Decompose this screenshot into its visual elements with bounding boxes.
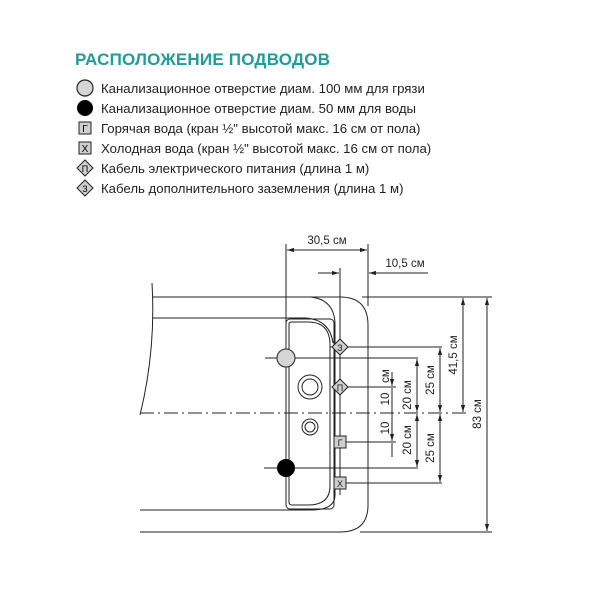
- tub-drain-large: [297, 374, 323, 400]
- grounding-cable-marker: З: [331, 338, 349, 356]
- recess-outer: [285, 318, 335, 510]
- legend-item: Х Холодная вода (кран ½" высотой макс. 1…: [75, 138, 431, 158]
- drain-50mm-black: [277, 459, 295, 477]
- legend-text: Горячая вода (кран ½" высотой макс. 16 с…: [101, 120, 421, 136]
- legend-text: Кабель электрического питания (длина 1 м…: [101, 160, 370, 176]
- page-title: РАСПОЛОЖЕНИЕ ПОДВОДОВ: [75, 50, 331, 69]
- svg-text:Г: Г: [338, 438, 343, 448]
- tub-left-edge: [139, 282, 154, 416]
- dim-10-top-label: 10: [380, 393, 392, 406]
- tub-outer-outline: [140, 296, 369, 533]
- square-g-icon: Г: [78, 121, 92, 135]
- svg-text:Х: Х: [337, 479, 343, 489]
- legend-item: З Кабель дополнительного заземления (дли…: [75, 178, 431, 198]
- tub-rim: [140, 296, 336, 511]
- dim-20-top-label: 20 см: [402, 380, 414, 410]
- tub-overflow-small: [301, 418, 319, 436]
- svg-text:Г: Г: [82, 124, 88, 135]
- dim-20-bottom-label: 20 см: [402, 425, 414, 455]
- square-x-icon: Х: [78, 141, 92, 155]
- legend-text: Кабель дополнительного заземления (длина…: [101, 180, 404, 196]
- dim-10-unit-label: см: [380, 369, 392, 383]
- legend-text: Холодная вода (кран ½" высотой макс. 16 …: [101, 140, 432, 156]
- dim-offset-label: 10,5 см: [385, 258, 424, 270]
- legend-item: Г Горячая вода (кран ½" высотой макс. 16…: [75, 118, 431, 138]
- legend: Канализационное отверстие диам. 100 мм д…: [75, 78, 431, 198]
- legend-item: П Кабель электрического питания (длина 1…: [75, 158, 431, 178]
- cold-water-marker: Х: [333, 476, 347, 490]
- dim-25-top-label: 25 см: [425, 365, 437, 395]
- legend-item: Канализационное отверстие диам. 50 мм дл…: [75, 98, 431, 118]
- diamond-p-icon: П: [76, 159, 94, 177]
- svg-text:Х: Х: [82, 144, 89, 155]
- diamond-z-icon: З: [76, 179, 94, 197]
- dim-25-bottom-label: 25 см: [425, 433, 437, 463]
- recess-inner: [288, 321, 331, 506]
- svg-text:П: П: [337, 383, 343, 393]
- power-cable-marker: П: [331, 378, 349, 396]
- svg-text:П: П: [82, 164, 88, 174]
- grey-circle-icon: [76, 79, 94, 97]
- dim-83-label: 83 см: [472, 399, 484, 429]
- dim-10-bottom-label: 10: [380, 422, 392, 435]
- svg-text:З: З: [82, 184, 87, 194]
- tub-inner-top: [153, 317, 334, 344]
- legend-text: Канализационное отверстие диам. 50 мм дл…: [101, 100, 417, 116]
- dim-41-5-label: 41,5 см: [448, 335, 460, 374]
- black-circle-icon: [77, 100, 93, 116]
- svg-text:З: З: [337, 343, 342, 353]
- legend-text: Канализационное отверстие диам. 100 мм д…: [101, 80, 425, 96]
- hot-water-marker: Г: [333, 435, 347, 449]
- legend-item: Канализационное отверстие диам. 100 мм д…: [75, 78, 431, 98]
- dim-width-label: 30,5 см: [307, 235, 346, 247]
- drain-100mm-grey: [276, 348, 296, 368]
